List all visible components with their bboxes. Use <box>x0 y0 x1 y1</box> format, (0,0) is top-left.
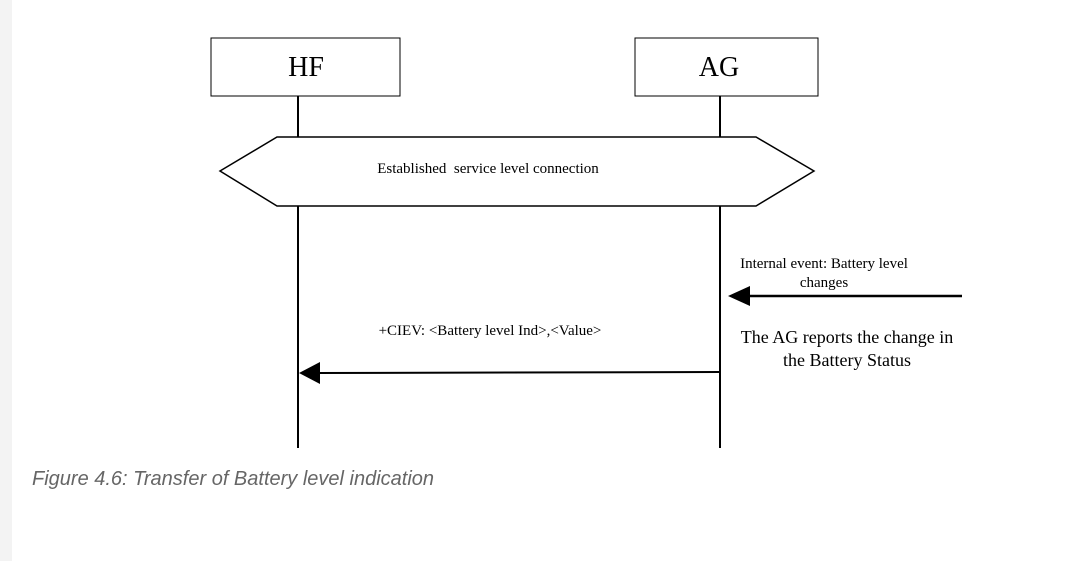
internal-event-line2: changes <box>799 274 849 291</box>
ag-report-line1: The AG reports the change in <box>740 327 954 347</box>
hf-entity-label: HF <box>288 52 324 83</box>
figure-caption: Figure 4.6: Transfer of Battery level in… <box>32 468 435 490</box>
ag-report-line2: the Battery Status <box>783 349 911 370</box>
connection-hexagon <box>218 136 816 207</box>
ag-report-note: The AG reports the change in the Battery… <box>727 326 967 371</box>
ciev-arrow-line <box>317 371 721 374</box>
ciev-arrowhead <box>299 362 320 384</box>
page-margin <box>0 0 12 561</box>
internal-event-line1: Internal event: Battery level <box>740 256 908 272</box>
ag-entity-box <box>634 37 819 97</box>
hf-entity-box <box>210 37 401 97</box>
ciev-message-label: +CIEV: <Battery level Ind>,<Value> <box>378 323 602 339</box>
internal-event-arrowhead <box>728 286 750 306</box>
connection-label: Established service level connection <box>377 161 599 177</box>
internal-event-note: Internal event: Battery level changes <box>726 255 922 293</box>
ag-entity-label: AG <box>698 52 740 83</box>
